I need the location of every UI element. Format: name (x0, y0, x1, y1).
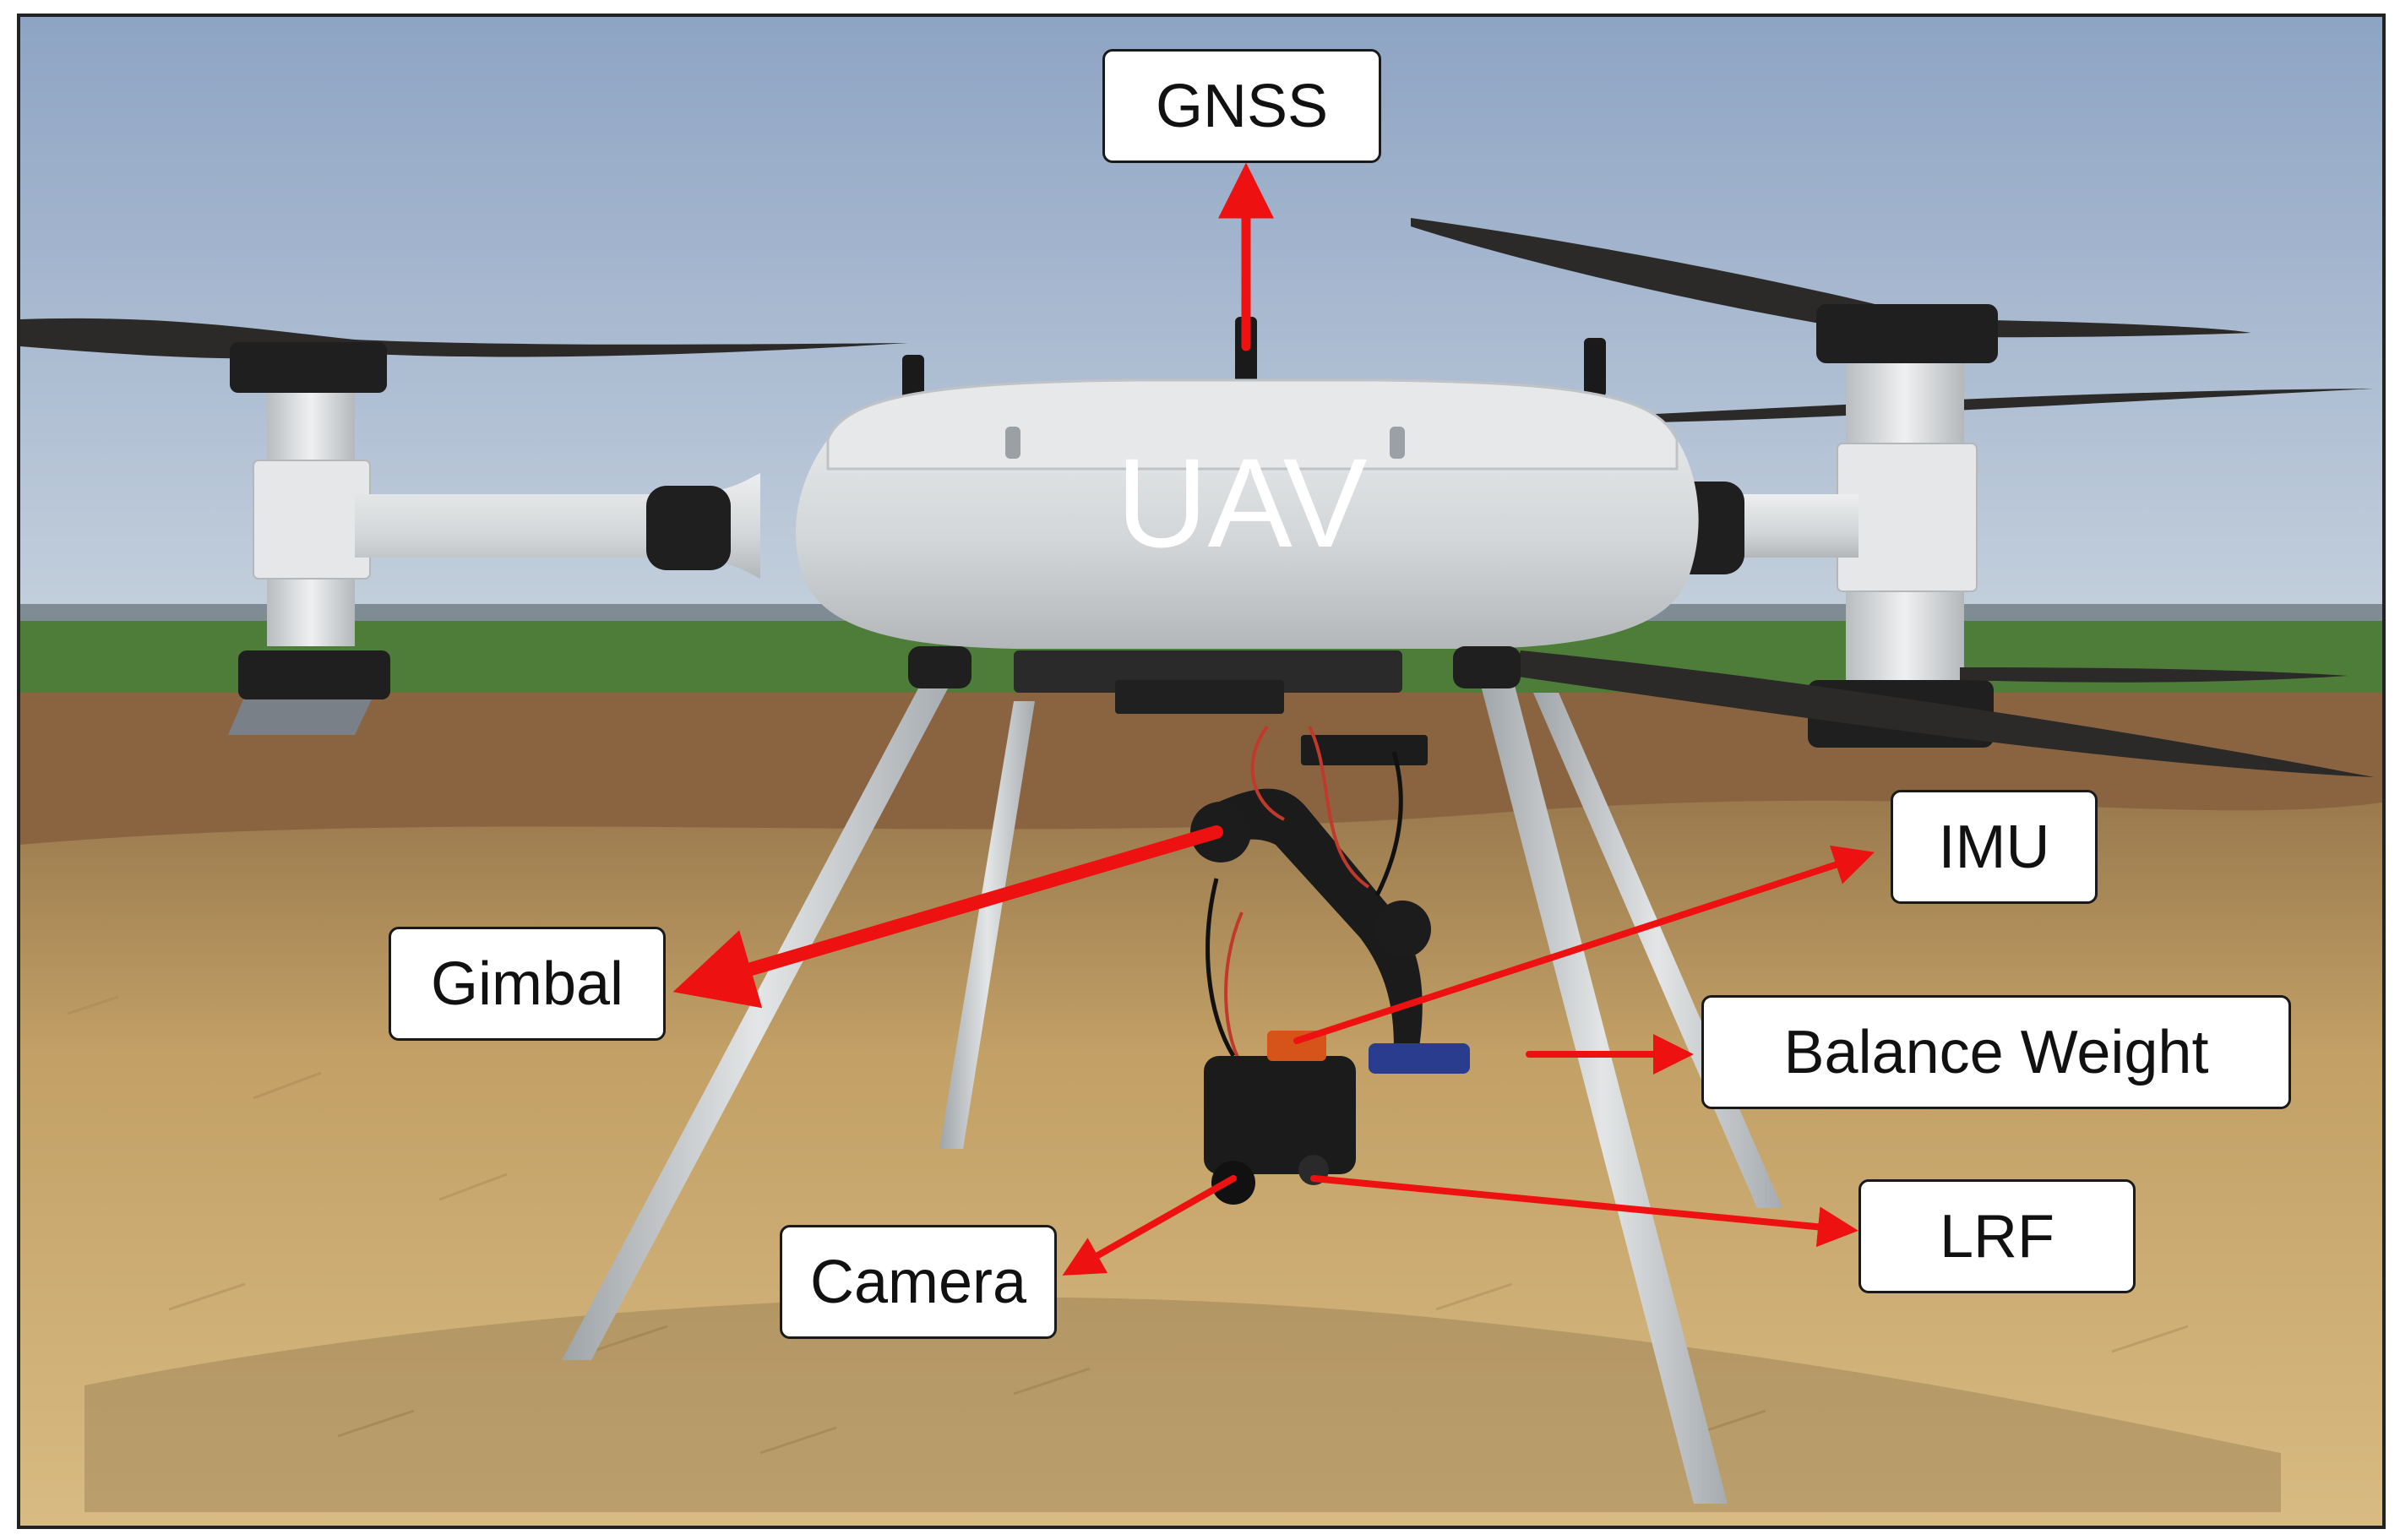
grass-texture (67, 995, 2189, 1455)
electronics-box (1115, 680, 1284, 714)
gnss-callout: GNSS (1102, 49, 1381, 163)
leg-rear-left (939, 701, 1035, 1149)
arrow-imu (1293, 845, 1875, 1044)
gimbal-cables (1224, 725, 1370, 1066)
drone-lid (826, 378, 1679, 471)
antenna-right (1584, 338, 1606, 397)
camera-housing (1204, 1056, 1356, 1174)
camera-callout: Camera (780, 1225, 1057, 1339)
uav-label: UAV (1116, 432, 1368, 574)
arrow-lrf (1310, 1175, 1859, 1248)
leg-front-right (1478, 676, 1728, 1504)
arrow-gimbal (672, 825, 1223, 1009)
mount-plate (1014, 650, 1402, 693)
front-propeller-right-2 (1960, 667, 2348, 683)
lid-latch-right (1390, 427, 1405, 459)
lid-latch-left (1005, 427, 1020, 459)
left-motor-skirt (228, 699, 372, 735)
camera-lens (1211, 1161, 1255, 1205)
leg-joint-right (1453, 646, 1521, 688)
leg-front-left (562, 676, 955, 1360)
gimbal-wire (1205, 751, 1403, 1058)
left-motor-top (230, 342, 387, 393)
gimbal-motor-2 (1374, 901, 1431, 958)
balance-weight-bar (1369, 1043, 1470, 1074)
left-arm-clamp (646, 486, 731, 570)
gimbal-callout: Gimbal (389, 927, 666, 1041)
left-motor-fins (253, 460, 371, 580)
leg-joint-left (908, 646, 971, 688)
rear-propeller-right-2 (1656, 389, 2374, 422)
left-motor-bottom (238, 650, 390, 699)
front-propeller-right (1512, 650, 2374, 777)
drone-shadow (84, 1297, 2281, 1512)
lrf-callout: LRF (1859, 1179, 2136, 1293)
right-motor-top (1816, 304, 1998, 363)
arrow-camera (1062, 1175, 1237, 1276)
balance-weight-callout: Balance Weight (1701, 995, 2291, 1109)
imu-callout: IMU (1891, 790, 2098, 904)
